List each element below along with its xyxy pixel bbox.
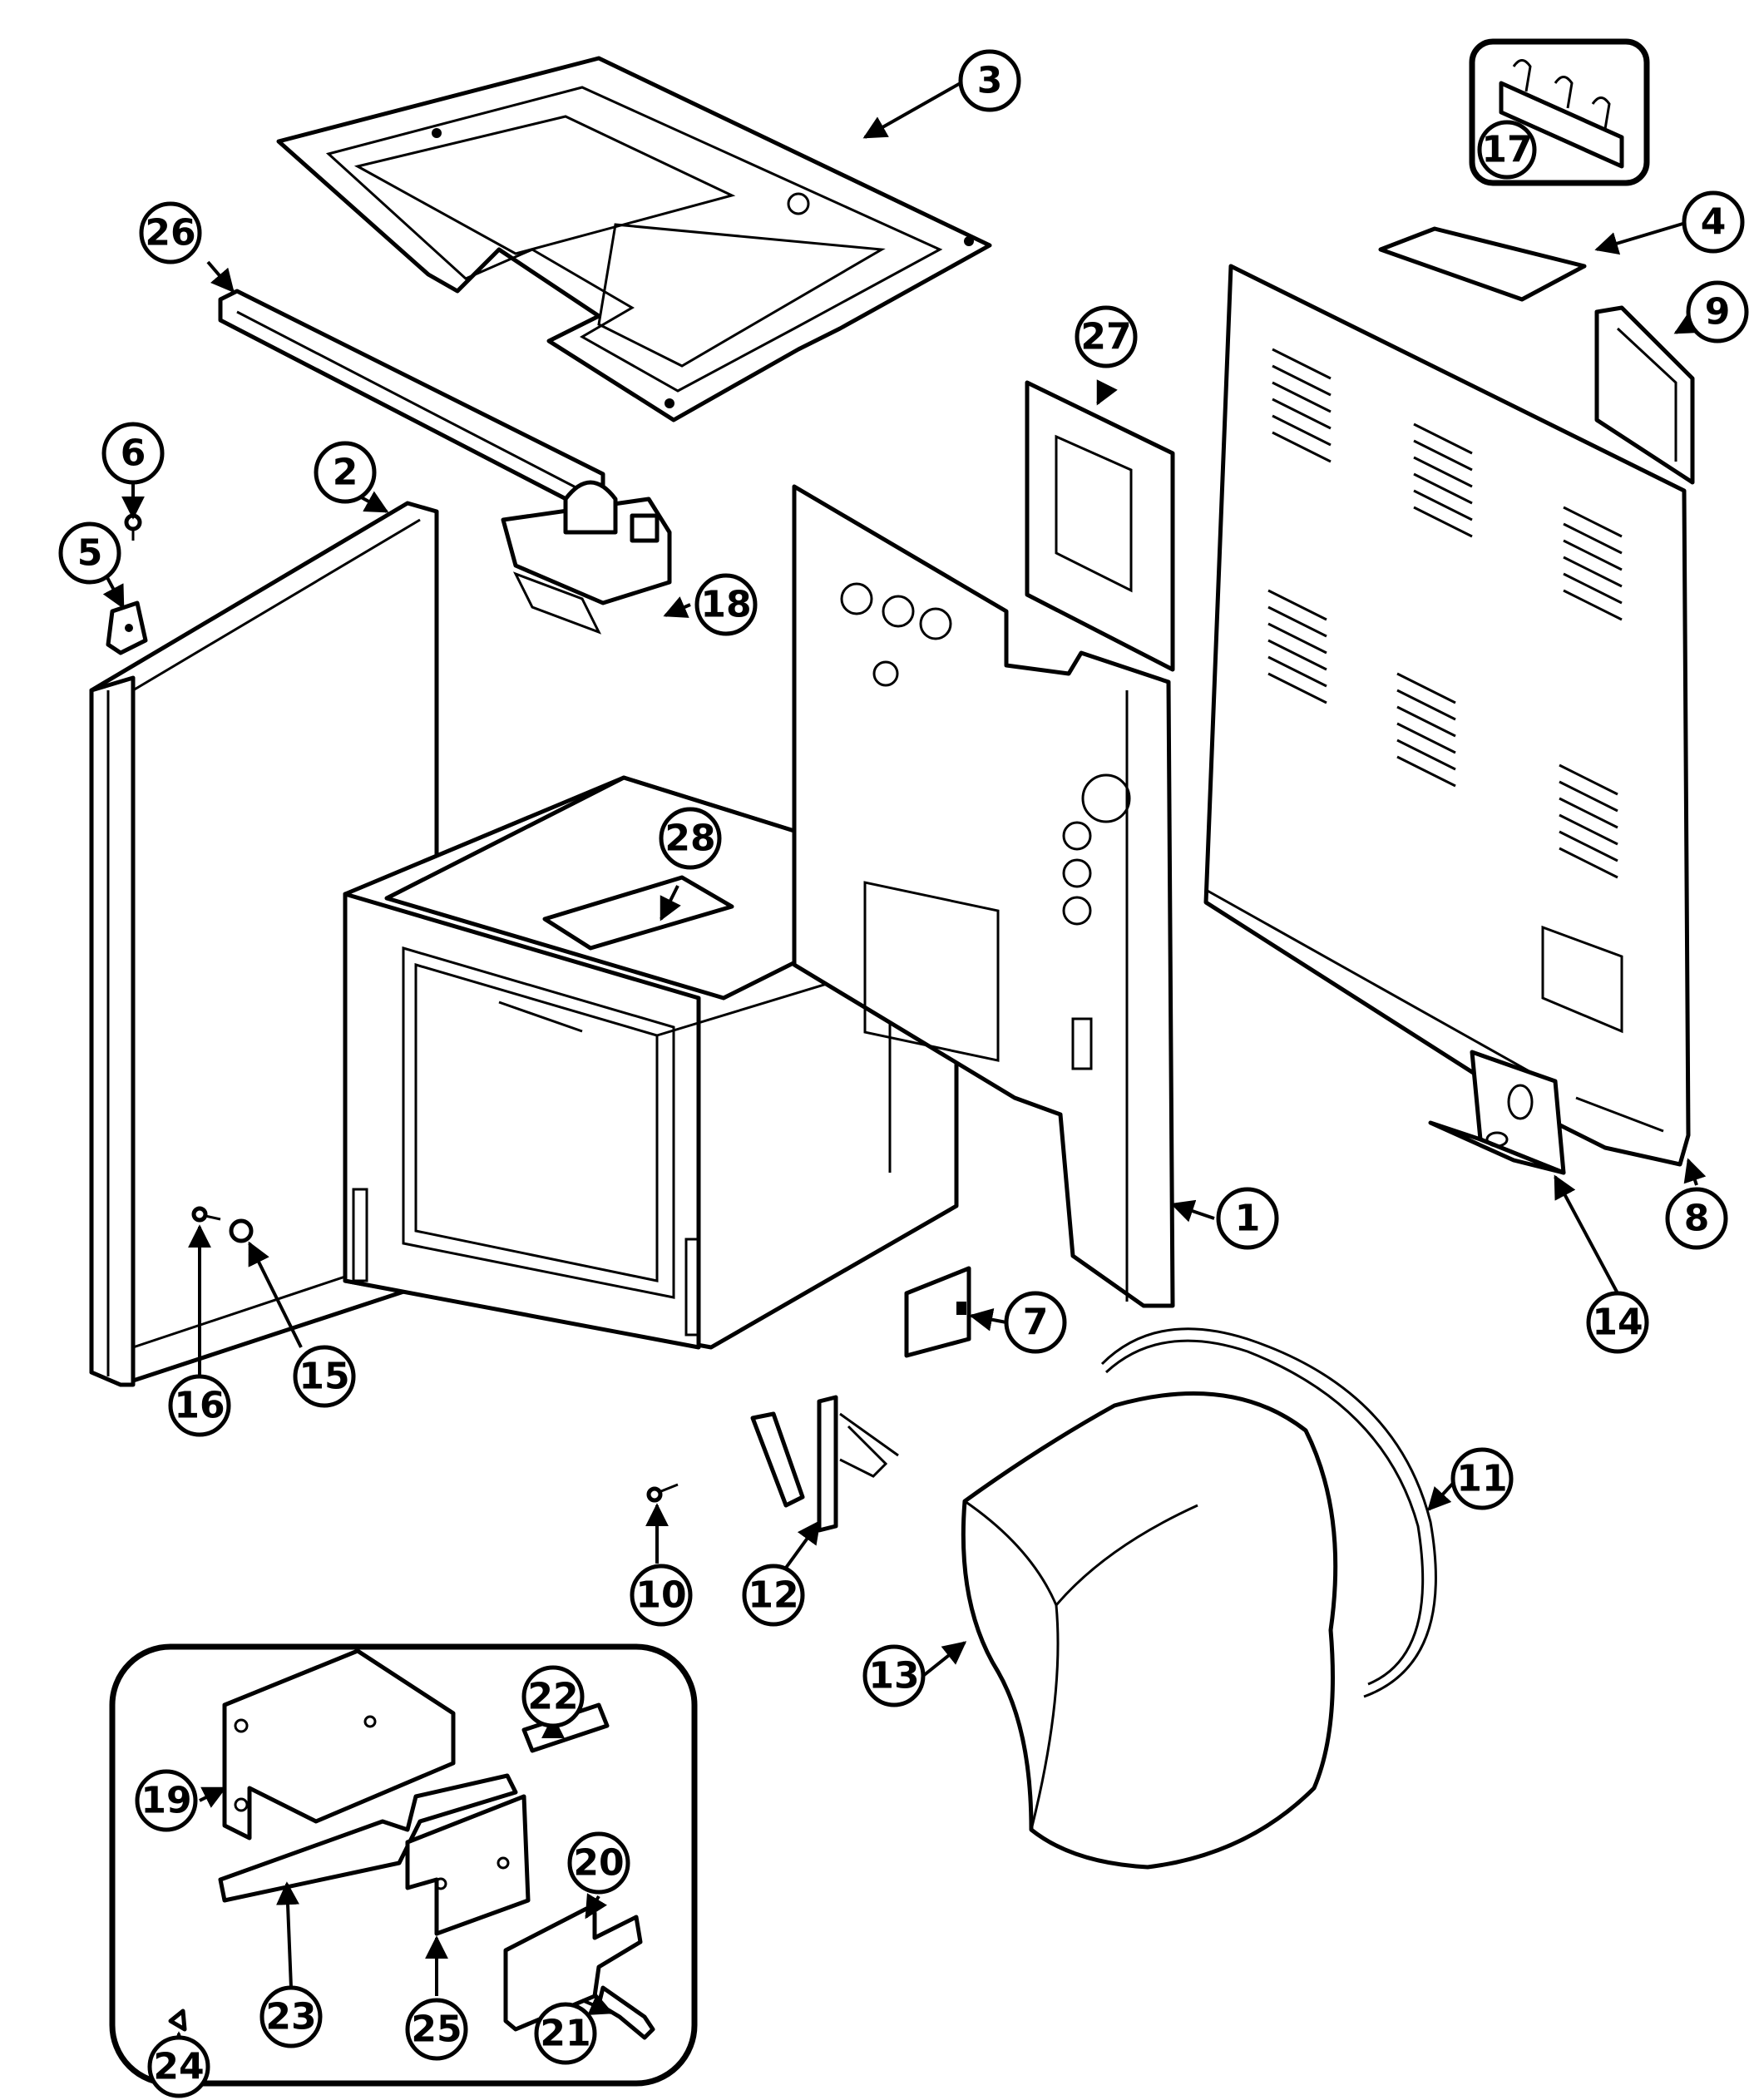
callout-20: 20 [567,1831,630,1895]
callout-label: 21 [540,2013,590,2055]
callout-label: 9 [1705,291,1731,334]
callout-label: 19 [141,1780,191,1822]
callout-13: 13 [862,1644,926,1707]
callout-22: 22 [521,1665,585,1728]
callout-25: 25 [405,1998,468,2061]
part-23-rod [218,1773,518,1903]
callout-21: 21 [534,2002,597,2065]
callout-label: 17 [1481,129,1532,171]
part-28-plate [542,875,734,951]
callout-10: 10 [630,1564,693,1627]
callout-1: 1 [1216,1187,1279,1250]
callout-label: 3 [977,60,1003,102]
part-24-pin [168,2009,187,2032]
callout-18: 18 [694,573,758,636]
callout-17: 17 [1477,120,1537,180]
callout-label: 23 [265,1996,316,2038]
callout-24: 24 [147,2035,210,2098]
part-6-screw [124,513,142,541]
callout-11: 11 [1450,1447,1514,1510]
callout-label: 2 [333,452,358,494]
callout-label: 18 [700,584,751,626]
part-26-bracket [218,289,605,510]
callout-5: 5 [58,521,121,585]
callout-28: 28 [659,807,722,870]
callout-label: 15 [299,1356,349,1398]
callout-label: 6 [121,432,146,475]
callout-6: 6 [101,422,165,485]
callout-label: 26 [145,212,195,254]
callout-label: 20 [573,1842,624,1885]
callout-8: 8 [1665,1187,1728,1250]
callout-label: 13 [868,1655,919,1697]
part-14-bracket [1428,1050,1566,1175]
part-4-plate [1378,226,1587,302]
part-11-gasket [1100,1327,1437,1698]
callout-4: 4 [1682,190,1745,254]
callout-label: 4 [1701,201,1727,244]
part-16-screw [191,1206,221,1223]
part-1-rear-frame [792,484,1175,1308]
callout-2: 2 [314,441,377,504]
callout-19: 19 [135,1769,198,1832]
part-18-thermostat [501,480,672,635]
part-8-back-cover [1203,264,1691,1167]
part-19-bracket [222,1648,456,1841]
callout-label: 14 [1592,1302,1643,1344]
callout-15: 15 [293,1345,356,1408]
callout-16: 16 [168,1374,231,1437]
callout-14: 14 [1586,1291,1649,1354]
part-27-panel [1025,380,1175,672]
part-21-screw [596,1985,655,2040]
inset-17 [1469,38,1650,186]
callout-label: 8 [1684,1198,1710,1240]
part-7-plate [904,1266,971,1358]
callout-label: 24 [153,2046,204,2088]
callout-label: 7 [1023,1302,1049,1344]
callout-27: 27 [1075,305,1138,368]
part-15-grommet [229,1218,254,1243]
callout-7: 7 [1004,1291,1067,1354]
callout-label: 12 [748,1574,798,1617]
callout-label: 27 [1080,316,1131,358]
callout-label: 11 [1456,1458,1507,1500]
callout-3: 3 [958,49,1021,112]
part-9-bracket [1594,305,1695,485]
callout-label: 28 [665,818,715,860]
callout-23: 23 [259,1985,323,2048]
callout-label: 10 [635,1574,686,1617]
callout-12: 12 [742,1564,805,1627]
callout-label: 25 [411,2009,462,2051]
part-25-plate [405,1794,531,1936]
callout-26: 26 [139,201,202,264]
part-12-hinge [750,1395,899,1533]
louvers [1267,348,1623,879]
callout-label: 1 [1235,1198,1261,1240]
callout-9: 9 [1686,280,1749,343]
part-13-insulation [961,1391,1338,1870]
callout-label: 5 [77,532,103,575]
callout-label: 22 [527,1676,578,1718]
part-5-clip [106,600,148,655]
callout-label: 16 [174,1385,225,1427]
part-10-screw [646,1483,679,1503]
part-3-top-panel [276,56,992,422]
